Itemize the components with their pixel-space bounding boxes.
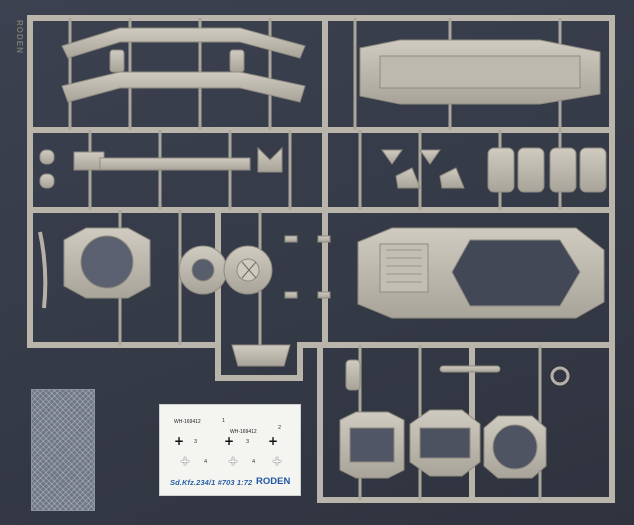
- lower-right-parts: [339, 359, 570, 479]
- sprue-runners: [27, 15, 615, 503]
- cross-decal-1: +: [174, 434, 185, 448]
- decal-caption: Sd.Kfz.234/1 #703 1:72: [170, 478, 252, 487]
- cross-decal-3: +: [268, 434, 279, 448]
- decal-number-3a: 3: [194, 439, 198, 445]
- sprue-brand-label: RODEN: [15, 20, 24, 54]
- decal-number-1: 1: [222, 418, 226, 424]
- decal-number-3b: 3: [246, 439, 250, 445]
- decal-number-4b: 4: [252, 459, 256, 465]
- decal-brand: RODEN: [256, 476, 291, 487]
- mid-parts: [39, 146, 607, 193]
- decal-serial-2: WH-169412: [230, 429, 257, 435]
- cross-decal-6: +: [272, 454, 283, 468]
- decal-number-4a: 4: [204, 459, 208, 465]
- decal-sheet: WH-169412 1 WH-169412 2 + 3 + 3 + + 4 + …: [160, 405, 300, 495]
- cross-decal-4: +: [180, 454, 191, 468]
- decal-number-2: 2: [278, 425, 282, 431]
- photo-etch-mesh: [32, 390, 94, 510]
- turret-plate: [38, 227, 151, 309]
- decal-scale: 1:72: [236, 478, 253, 487]
- cross-decal-2: +: [224, 434, 235, 448]
- hull-lower: [357, 227, 605, 319]
- cross-decal-5: +: [228, 454, 239, 468]
- decal-kit-number: #703: [217, 478, 235, 487]
- fittings: [231, 235, 331, 367]
- chassis-rails: [61, 27, 306, 103]
- hull-upper: [359, 39, 601, 105]
- tires: [178, 245, 273, 295]
- decal-model: Sd.Kfz.234/1: [170, 478, 216, 487]
- decal-serial-1: WH-169412: [174, 419, 201, 425]
